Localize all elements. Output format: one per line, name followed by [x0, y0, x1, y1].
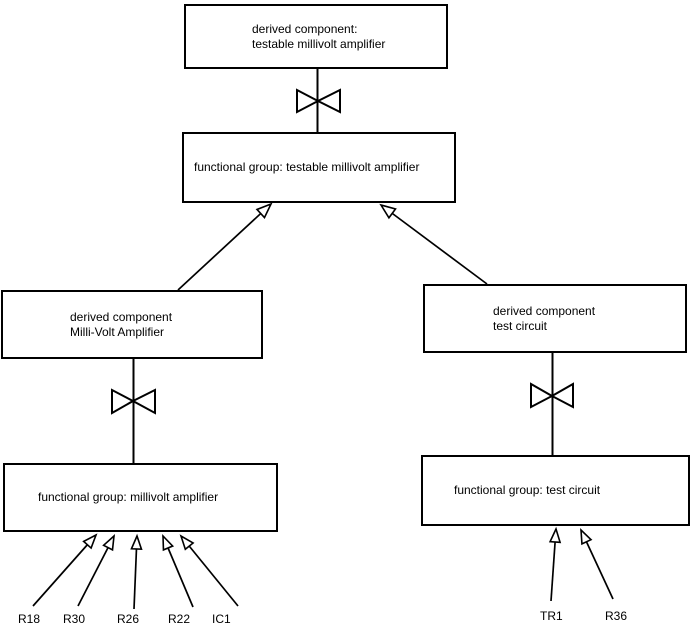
component-label-r36[interactable]: R36 — [605, 609, 628, 623]
arrowhead-icon — [379, 203, 397, 220]
node-functional-group-test-circuit[interactable]: functional group: test circuit — [421, 455, 690, 526]
node-label-line2: test circuit — [493, 318, 548, 333]
node-derived-milli-volt-amplifier[interactable]: derived component Milli-Volt Amplifier — [1, 290, 263, 359]
arrowhead-icon — [102, 534, 116, 552]
component-label-r30[interactable]: R30 — [63, 612, 86, 626]
arrow-tr1-to-right-functional — [548, 526, 562, 602]
component-label-r18[interactable]: R18 — [18, 612, 41, 626]
arrowhead-icon — [82, 533, 98, 550]
component-label-r22[interactable]: R22 — [168, 612, 191, 626]
node-functional-group-millivolt-amplifier[interactable]: functional group: millivolt amplifier — [3, 463, 278, 532]
node-label-line1: derived component — [70, 309, 173, 324]
arrowhead-icon — [255, 202, 273, 219]
node-label: functional group: test circuit — [454, 483, 601, 497]
bowtie-icon-right — [530, 382, 574, 409]
node-label-line1: derived component — [493, 303, 596, 318]
arrow-right-derived-to-top-functional — [379, 203, 488, 285]
arrowhead-icon — [179, 534, 195, 551]
arrow-r18-to-left-functional — [32, 533, 98, 607]
component-label-ic1[interactable]: IC1 — [212, 612, 231, 626]
node-label-line1: derived component: — [252, 21, 358, 36]
arrow-r30-to-left-functional — [77, 534, 116, 607]
bowtie-icon-left — [111, 388, 156, 415]
arrow-r36-to-right-functional — [580, 527, 614, 600]
arrowhead-icon — [580, 527, 593, 546]
node-functional-group-testable-millivolt-amplifier[interactable]: functional group: testable millivolt amp… — [182, 132, 456, 203]
node-label-line2: testable millivolt amplifier — [252, 36, 386, 51]
component-label-r26[interactable]: R26 — [117, 612, 140, 626]
arrow-ic1-to-left-functional — [179, 534, 239, 607]
node-label: functional group: millivolt amplifier — [38, 490, 219, 504]
arrowhead-icon — [548, 526, 562, 544]
bowtie-icon-top — [296, 88, 341, 114]
node-derived-testable-millivolt-amplifier[interactable]: derived component: testable millivolt am… — [184, 4, 448, 69]
arrow-r22-to-left-functional — [162, 533, 194, 608]
component-label-tr1[interactable]: TR1 — [540, 609, 563, 623]
arrow-r26-to-left-functional — [130, 533, 143, 610]
node-label: functional group: testable millivolt amp… — [194, 160, 420, 174]
node-label-line2: Milli-Volt Amplifier — [70, 324, 165, 339]
arrow-left-derived-to-top-functional — [177, 202, 273, 291]
node-derived-test-circuit[interactable]: derived component test circuit — [423, 284, 687, 353]
arrowhead-icon — [162, 533, 175, 552]
arrowhead-icon — [130, 533, 143, 551]
